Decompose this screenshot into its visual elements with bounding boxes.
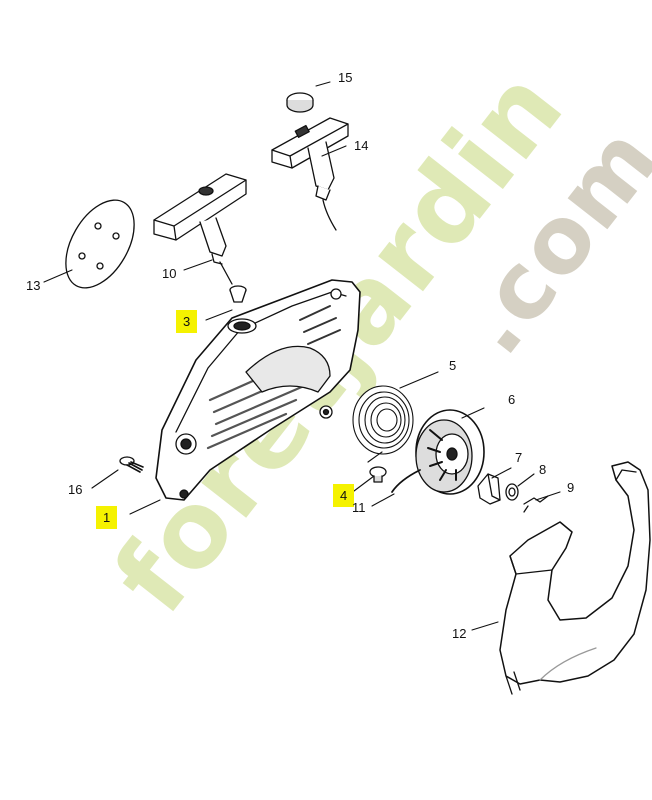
callout-14: 14 (354, 138, 369, 153)
callout-4: 4 (333, 484, 355, 507)
callout-10: 10 (162, 266, 177, 281)
part-16-screw (119, 456, 144, 473)
callout-12: 12 (452, 626, 467, 641)
callout-9: 9 (567, 480, 575, 495)
part-13-plate (65, 199, 135, 289)
callout-8: 8 (539, 462, 547, 477)
part-9-spring (523, 495, 549, 513)
part-15-cap (286, 92, 314, 113)
part-7-pawl (477, 473, 501, 505)
part-6-rope-rotor (391, 409, 485, 495)
part-3-rope-guide (229, 285, 247, 303)
callout-16: 16 (68, 482, 83, 497)
callout-1: 1 (96, 506, 118, 529)
callout-7: 7 (515, 450, 523, 465)
callout-6: 6 (508, 392, 516, 407)
part-10-starter-grip (153, 173, 247, 285)
part-1-fan-housing (155, 279, 361, 501)
leader-lines (43, 81, 561, 631)
callout-13: 13 (26, 278, 41, 293)
part-5-rewind-spring (352, 385, 414, 463)
part-12-cover (499, 461, 651, 695)
part-14-starter-grip (271, 117, 349, 231)
callout-5: 5 (449, 358, 457, 373)
callout-3: 3 (176, 310, 198, 333)
callout-15: 15 (338, 70, 353, 85)
part-4-screw (369, 466, 387, 483)
part-8-washer (505, 483, 519, 501)
callout-11: 11 (352, 500, 366, 515)
